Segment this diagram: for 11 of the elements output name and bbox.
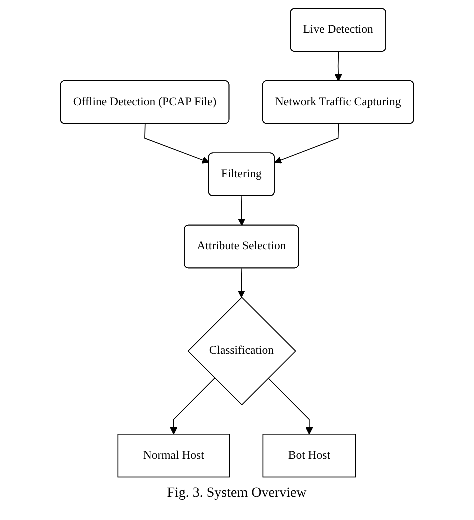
arrow — [268, 378, 313, 435]
arrow — [334, 52, 342, 82]
arrow — [238, 196, 246, 226]
arrow — [144, 124, 210, 164]
arrow — [238, 268, 246, 298]
node-box: Normal Host — [117, 434, 230, 478]
node-diamond: Classification — [187, 296, 296, 406]
arrow — [170, 378, 216, 435]
node-box: Bot Host — [262, 434, 356, 478]
figure-caption: Fig. 3. System Overview — [167, 486, 307, 501]
arrow — [274, 124, 339, 164]
